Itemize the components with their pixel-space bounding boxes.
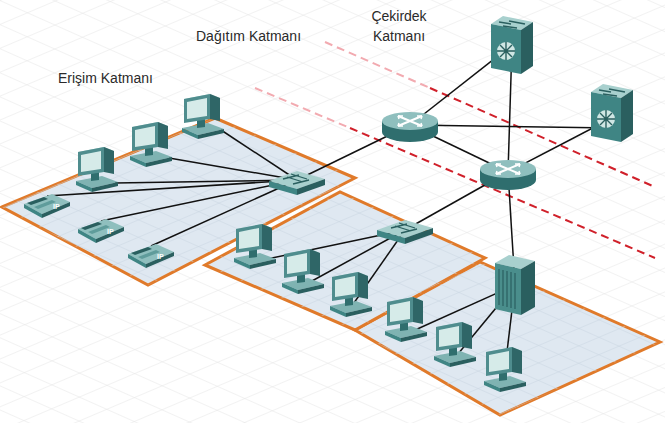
phone-badge: IP (53, 203, 60, 211)
layer-label: Erişim Katmanı (58, 68, 153, 88)
layer-boundaries (255, 42, 655, 258)
phone-badge: IP (157, 253, 164, 261)
phone-badge: IP (107, 228, 114, 236)
access-platforms (2, 118, 660, 415)
layer-label: Çekirdek Katmanı (362, 6, 436, 46)
network-wires (47, 45, 612, 385)
layer-label: Dağıtım Katmanı (196, 26, 301, 46)
network-devices (24, 16, 633, 392)
